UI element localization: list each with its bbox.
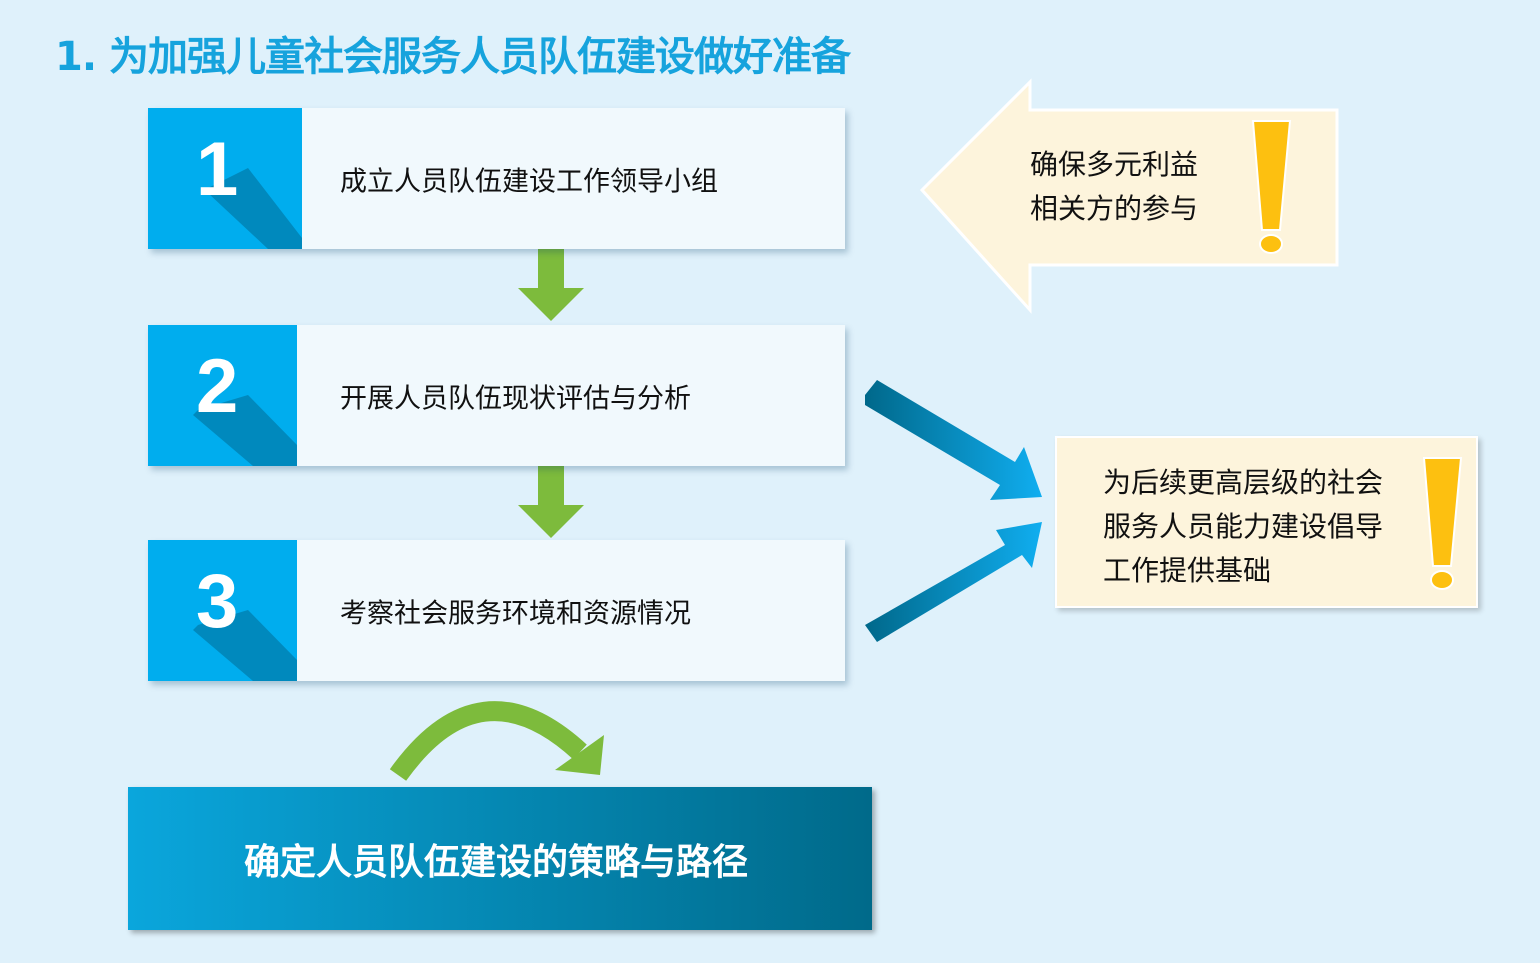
conclusion-banner: 确定人员队伍建设的策略与路径 bbox=[128, 787, 872, 930]
page-title: 1. 为加强儿童社会服务人员队伍建设做好准备 bbox=[55, 34, 851, 80]
exclamation-icon bbox=[1251, 120, 1292, 254]
diagonal-arrow-up-icon bbox=[865, 522, 1042, 642]
down-arrow-icon bbox=[518, 465, 584, 538]
stakeholder-note: 确保多元利益 相关方的参与 bbox=[1030, 143, 1198, 231]
step-2: 2 开展人员队伍现状评估与分析 bbox=[148, 325, 845, 466]
step-number-badge: 1 bbox=[148, 108, 302, 249]
step-1: 1 成立人员队伍建设工作领导小组 bbox=[148, 108, 845, 249]
exclamation-icon bbox=[1422, 457, 1463, 590]
note-line: 服务人员能力建设倡导 bbox=[1103, 510, 1384, 543]
step-number-badge: 2 bbox=[148, 325, 297, 466]
step-3: 3 考察社会服务环境和资源情况 bbox=[148, 540, 845, 681]
left-arrow-callout bbox=[919, 78, 1339, 314]
foundation-note: 为后续更高层级的社会 服务人员能力建设倡导 工作提供基础 bbox=[1103, 461, 1383, 593]
down-arrow-icon bbox=[518, 248, 584, 321]
step-text: 开展人员队伍现状评估与分析 bbox=[340, 383, 691, 414]
diagonal-arrow-down-icon bbox=[865, 380, 1042, 500]
step-text: 成立人员队伍建设工作领导小组 bbox=[340, 166, 718, 197]
note-line: 工作提供基础 bbox=[1103, 554, 1272, 587]
step-text: 考察社会服务环境和资源情况 bbox=[340, 598, 691, 629]
step-number-badge: 3 bbox=[148, 540, 297, 681]
foundation-box bbox=[1055, 436, 1478, 608]
note-line: 确保多元利益 bbox=[1030, 148, 1199, 181]
note-line: 为后续更高层级的社会 bbox=[1103, 466, 1384, 499]
curved-arrow-icon bbox=[389, 701, 604, 781]
conclusion-text: 确定人员队伍建设的策略与路径 bbox=[243, 841, 748, 883]
note-line: 相关方的参与 bbox=[1030, 192, 1199, 225]
